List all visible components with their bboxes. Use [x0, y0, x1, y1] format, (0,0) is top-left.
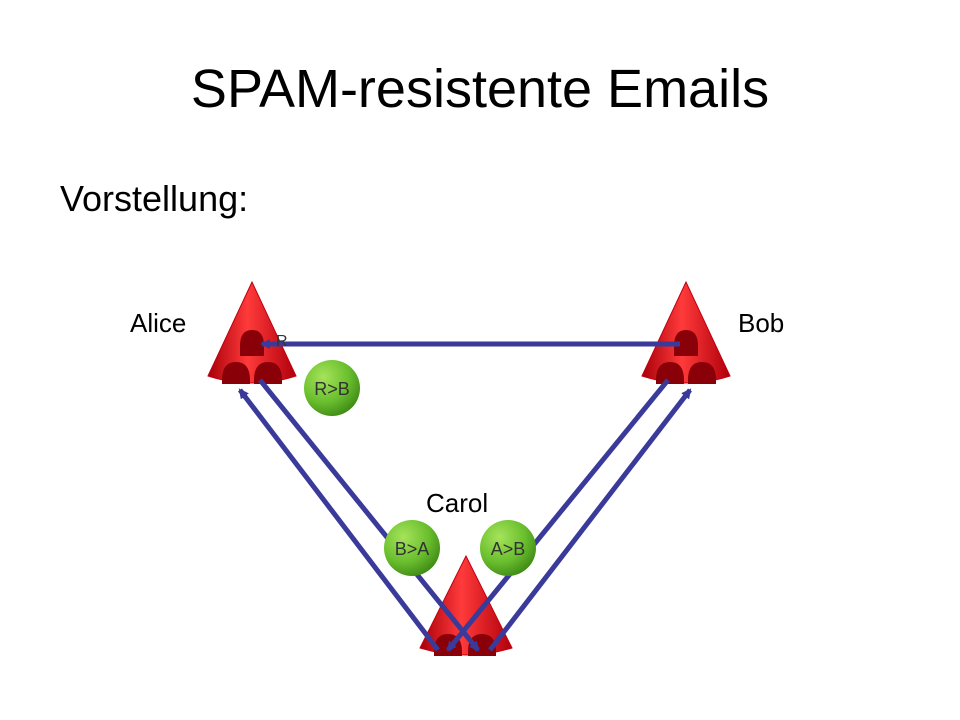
alice-node: [207, 280, 297, 384]
carol-label: Carol: [426, 488, 488, 518]
alice-r-label: R: [276, 333, 288, 350]
arrow-bob-to-carol: [446, 378, 670, 652]
bob-label: Bob: [738, 308, 784, 338]
token-r-to-b-label: R>B: [314, 379, 350, 399]
arrow-carol-to-alice: [238, 388, 440, 652]
token-a-to-b: A>B: [480, 520, 536, 576]
slide-title: SPAM-resistente Emails: [190, 59, 770, 119]
token-a-to-b-label: A>B: [491, 539, 526, 559]
arrow-alice-to-carol: [258, 378, 480, 652]
alice-label: Alice: [130, 308, 186, 338]
token-b-to-a: B>A: [384, 520, 440, 576]
token-b-to-a-label: B>A: [395, 539, 430, 559]
bob-node: [641, 280, 731, 384]
slide-subtitle: Vorstellung:: [60, 178, 249, 219]
token-r-to-b: R>B: [304, 360, 360, 416]
arrow-carol-to-bob: [488, 388, 692, 652]
